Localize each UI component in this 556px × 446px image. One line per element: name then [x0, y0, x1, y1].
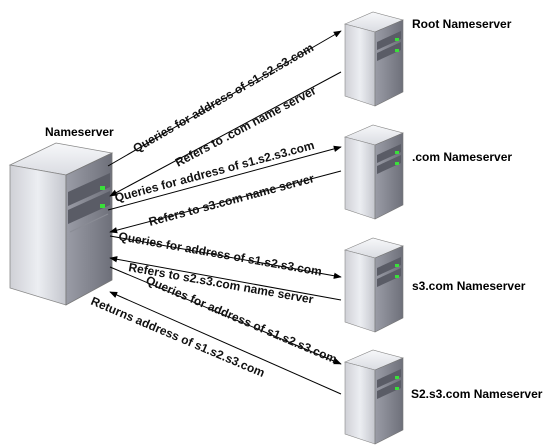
- arrow-return-s2: [109, 291, 342, 395]
- arrow-refer-s3: [109, 256, 342, 301]
- root-nameserver-icon: [344, 11, 404, 107]
- arrow-query-com: [107, 145, 342, 211]
- s3-nameserver-label: s3.com Nameserver: [412, 279, 526, 293]
- arrow-query-root: [107, 30, 342, 167]
- s3-nameserver-icon: [344, 237, 404, 333]
- com-nameserver-label: .com Nameserver: [412, 150, 512, 164]
- root-nameserver-label: Root Nameserver: [412, 17, 512, 31]
- arrow-refer-root: [109, 71, 342, 197]
- arrow-query-s2: [109, 266, 342, 365]
- s2-nameserver-icon: [344, 349, 404, 445]
- message-return-s2: Returns address of s1.s2.s3.com: [89, 294, 267, 380]
- local-nameserver-icon: [8, 142, 114, 306]
- local-nameserver-label: Nameserver: [45, 125, 114, 139]
- s2-nameserver-label: S2.s3.com Nameserver: [411, 387, 543, 401]
- com-nameserver-icon: [344, 124, 404, 220]
- arrow-refer-com: [109, 170, 342, 234]
- arrow-query-s3: [109, 235, 342, 279]
